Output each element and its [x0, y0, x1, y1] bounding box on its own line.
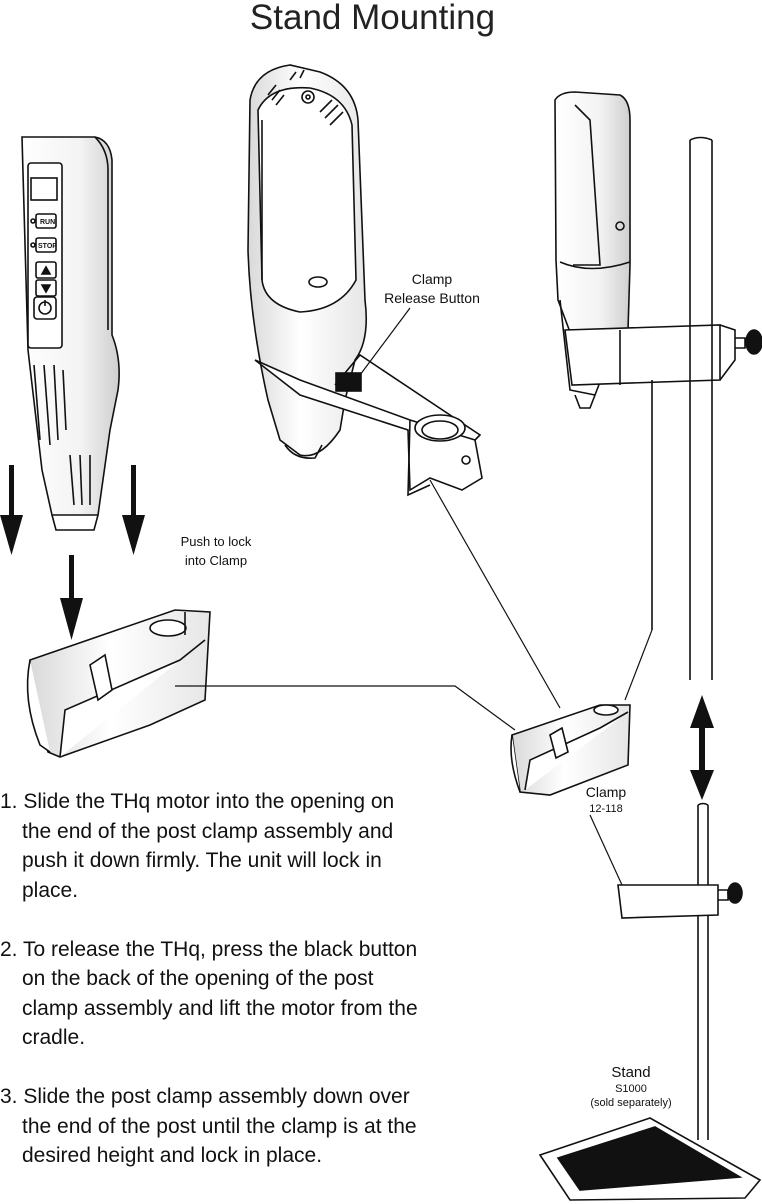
double-arrow-icon — [690, 695, 714, 800]
stand-assembly — [538, 802, 762, 1201]
thq-motor-mounted — [554, 91, 762, 409]
clamp-part — [510, 704, 631, 796]
instruction-step-1: 1. Slide the THq motor into the opening … — [0, 790, 395, 902]
push-to-lock-label: Push to lock into Clamp — [180, 534, 252, 568]
clamp-release-button — [335, 372, 362, 392]
page-title: Stand Mounting — [249, 0, 496, 37]
instruction-step-2: 2. To release the THq, press the black b… — [0, 937, 418, 1050]
thq-motor-tilted — [247, 64, 483, 497]
clamp-label: Clamp 12-118 — [585, 784, 627, 815]
run-button-label: RUN — [40, 219, 55, 226]
down-arrow-key-icon — [40, 284, 52, 294]
clamp-release-label: Clamp Release Button — [384, 271, 480, 306]
instruction-list: 1. Slide the THq motor into the opening … — [0, 787, 420, 1171]
thq-motor-front — [21, 136, 120, 531]
up-arrow-key-icon — [40, 265, 52, 275]
leader-lines — [175, 307, 653, 886]
instruction-step-3: 3. Slide the post clamp assembly down ov… — [0, 1085, 417, 1167]
arrow-down-icon — [0, 465, 145, 640]
stop-button-label: STOP — [38, 243, 57, 250]
stand-label: Stand S1000 (sold separately) — [590, 1064, 672, 1109]
clamp-cradle-left — [26, 609, 211, 758]
stand-post — [651, 136, 713, 680]
